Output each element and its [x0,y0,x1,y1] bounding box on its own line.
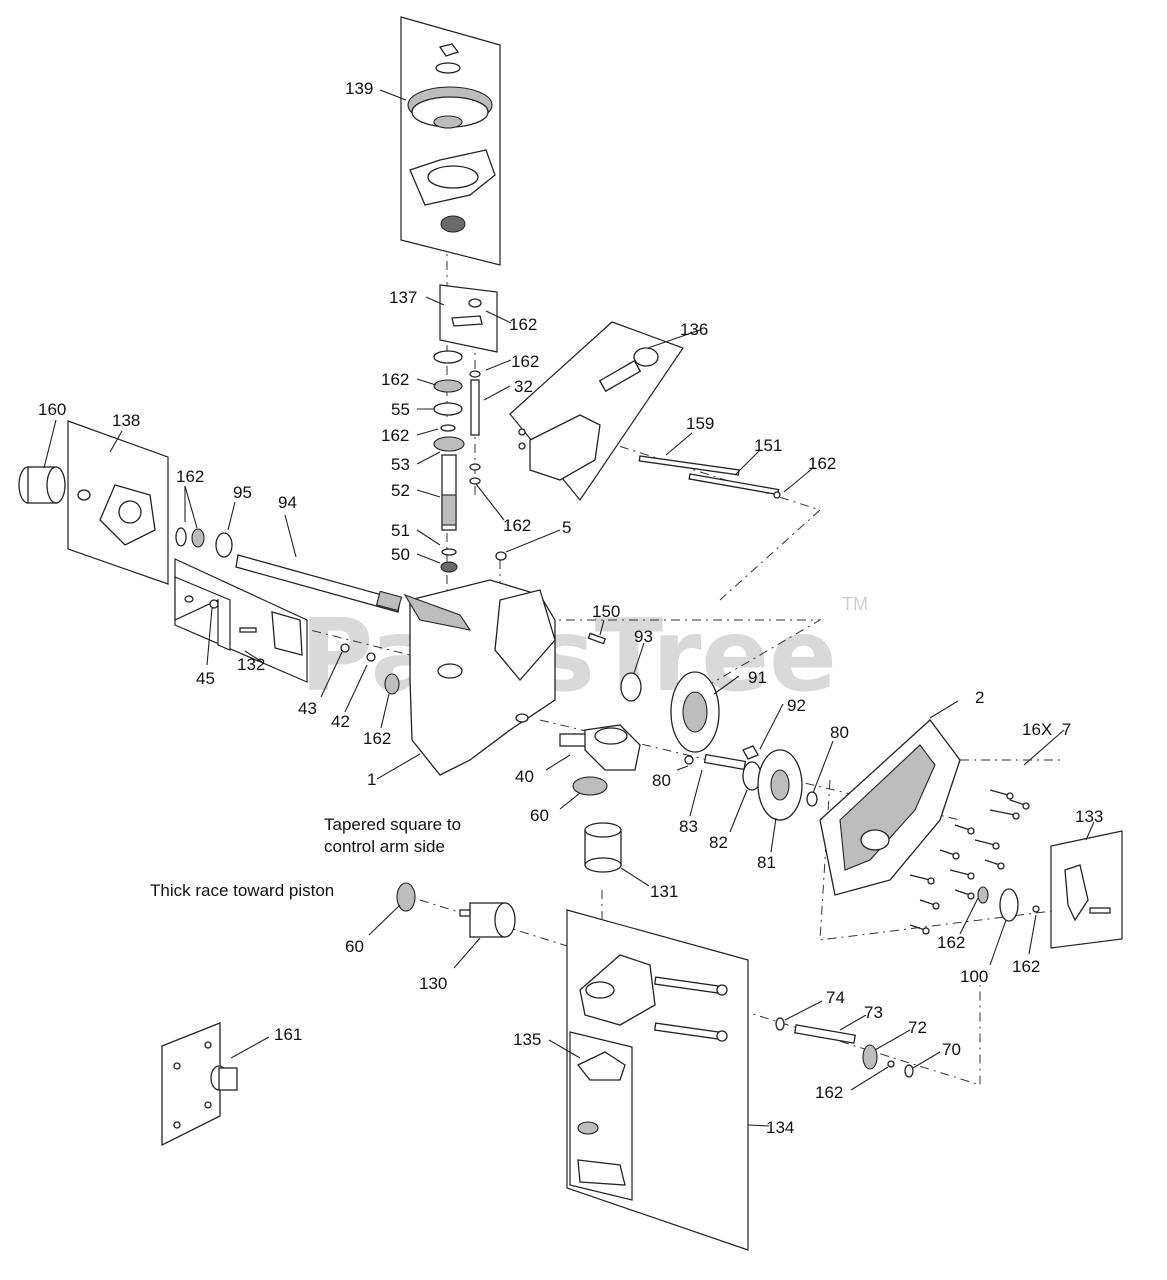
callout-80: 80 [830,723,849,742]
callout-73: 73 [864,1003,883,1022]
part-135-valve-kit [569,1031,633,1201]
callout-92: 92 [787,696,806,715]
callout-72: 72 [908,1018,927,1037]
callout-131: 131 [650,882,678,901]
callout-51: 51 [391,521,410,540]
part-132-bracket-kit [174,558,308,683]
callout-82: 82 [709,833,728,852]
part-94-axle [235,554,403,613]
callout-55: 55 [391,400,410,419]
callout-162: 162 [176,467,204,486]
callout-162: 162 [511,352,539,371]
callout-138: 138 [112,411,140,430]
rods-159-151 [638,455,781,499]
part-2-housing-cover [819,719,961,896]
watermark-trademark: TM [842,594,868,614]
part-139-pulley-fan-kit [400,16,501,266]
parts-40-60 [559,724,641,796]
note-tapered-line2: control arm side [324,837,445,856]
callout-5: 5 [562,518,571,537]
callout-162: 162 [808,454,836,473]
callout-50: 50 [391,545,410,564]
callout-45: 45 [196,669,215,688]
callout-42: 42 [331,712,350,731]
part-136-control-arm-kit [509,321,684,502]
callout-52: 52 [391,481,410,500]
callout-135: 135 [513,1030,541,1049]
callout-74: 74 [826,988,845,1007]
callout-91: 91 [748,668,767,687]
callout-60: 60 [530,806,549,825]
callout-81: 81 [757,853,776,872]
gear-train-80-83-82-81 [684,749,818,821]
callout-60: 60 [345,937,364,956]
note-thick-race: Thick race toward piston [150,881,334,900]
callout-162: 162 [503,516,531,535]
part-1-main-housing [403,579,556,776]
callout-132: 132 [237,655,265,674]
part-131-cylinder-block [584,822,622,873]
callout-151: 151 [754,436,782,455]
callout-labels: 139 137 162 136 162 162 32 55 162 53 52 … [38,79,1103,1137]
callout-93: 93 [634,627,653,646]
part-133-brake-kit [1050,830,1123,949]
callout-162: 162 [815,1083,843,1102]
seals-162-95 [175,527,233,558]
diagram-notes: Tapered square to control arm side Thick… [150,815,461,900]
callout-137: 137 [389,288,417,307]
callout-159: 159 [686,414,714,433]
watermark-text: PartsTree [300,597,837,714]
parts-60-130 [396,882,516,938]
callout-133: 133 [1075,807,1103,826]
note-tapered-line1: Tapered square to [324,815,461,834]
callout-162: 162 [509,315,537,334]
callout-160: 160 [38,400,66,419]
part-138-hub-kit [67,420,169,585]
part-160-bushing [18,466,66,504]
callout-40: 40 [515,767,534,786]
callout-53: 53 [391,455,410,474]
callout-2: 2 [975,688,984,707]
callout-162: 162 [937,933,965,952]
parts-93-91-92 [620,671,759,760]
callout-136: 136 [680,320,708,339]
callout-leader-lines [43,89,1095,1127]
callout-130: 130 [419,974,447,993]
callout-100: 100 [960,967,988,986]
callout-162: 162 [363,729,391,748]
callout-80: 80 [652,771,671,790]
callout-83: 83 [679,817,698,836]
input-shaft-stack [433,350,481,573]
callout-139: 139 [345,79,373,98]
callout-162: 162 [1012,957,1040,976]
callout-95: 95 [233,483,252,502]
callout-150: 150 [592,602,620,621]
callout-43: 43 [298,699,317,718]
output-shaft-parts [775,1017,914,1078]
callout-94: 94 [278,493,297,512]
callout-161: 161 [274,1025,302,1044]
parts-150-5 [495,551,607,645]
part-161-mount-bracket [161,1022,238,1147]
parts-162-100 [977,886,1040,922]
callout-70: 70 [942,1040,961,1059]
bolts-7 [909,789,1030,935]
parts-43-42-162 [340,643,400,695]
callout-1: 1 [367,770,376,789]
callout-16x7: 16X 7 [1022,720,1071,739]
callout-162: 162 [381,370,409,389]
part-137-frame [439,284,498,353]
callout-32: 32 [514,377,533,396]
callout-162: 162 [381,426,409,445]
callout-134: 134 [766,1118,794,1137]
